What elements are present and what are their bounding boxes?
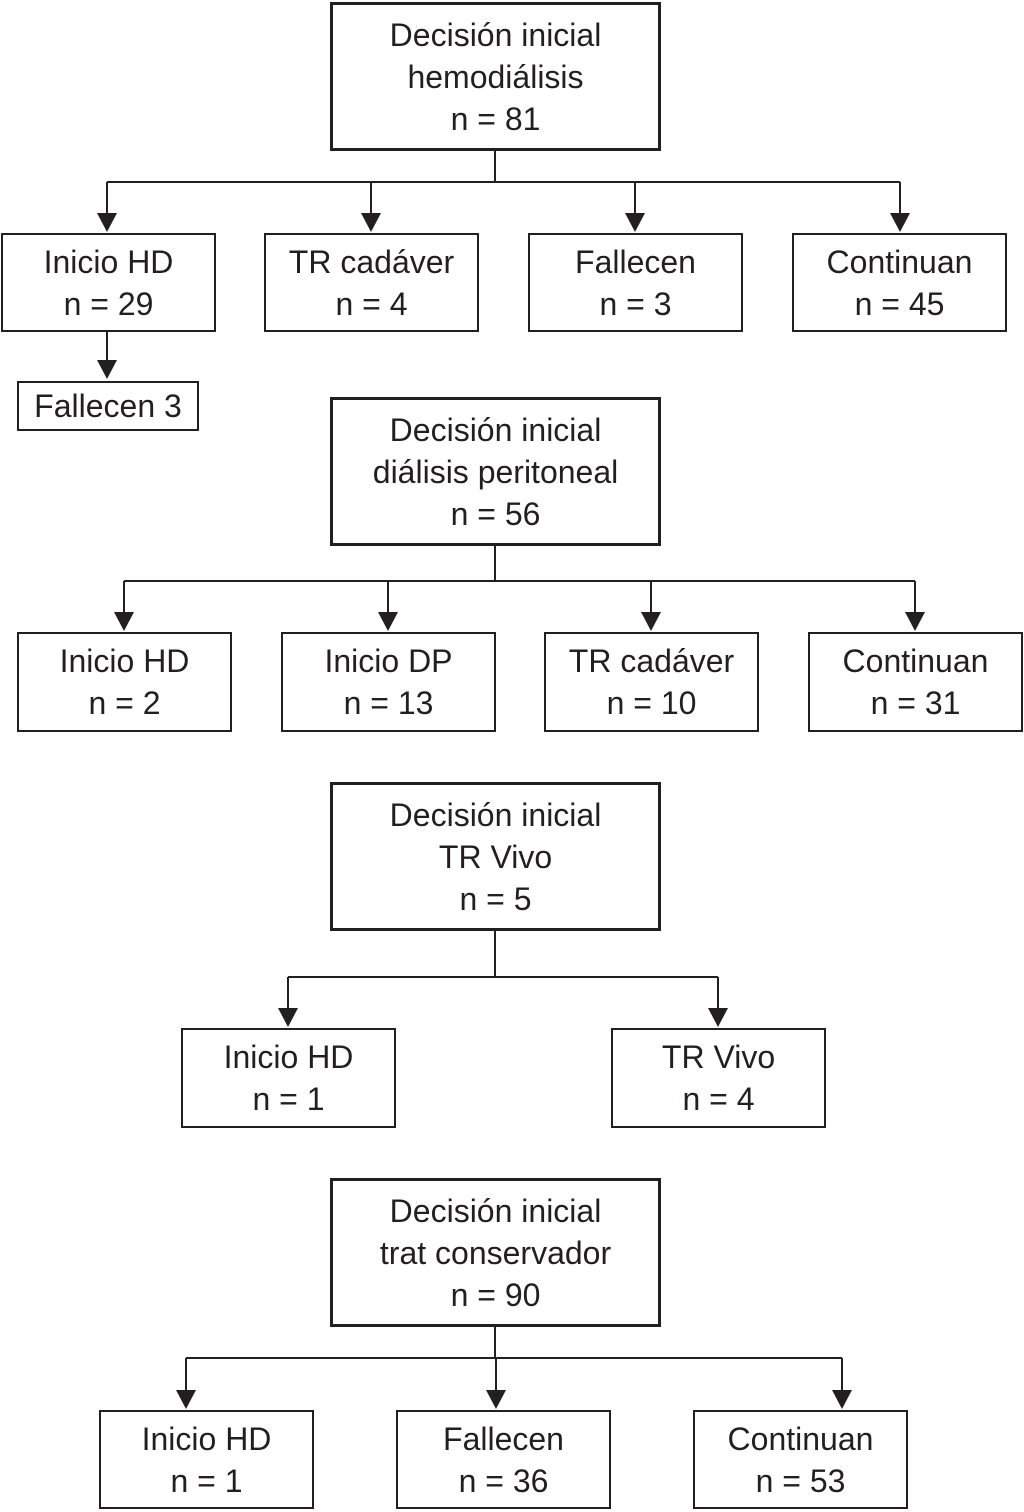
node-label: Inicio HD bbox=[43, 243, 174, 280]
node-label: Decisión inicial bbox=[389, 796, 602, 833]
node-label: Inicio HD bbox=[59, 643, 190, 679]
arrowhead bbox=[97, 360, 117, 379]
dialisis-peritoneal-child-continuan: Continuan n = 31 bbox=[808, 632, 1023, 732]
node-count: n = 3 bbox=[599, 285, 672, 322]
tr-vivo-root-node: Decisión inicial TR Vivo n = 5 bbox=[330, 782, 661, 931]
node-label: Inicio HD bbox=[223, 1039, 354, 1075]
node-label: Decisión inicial bbox=[389, 1192, 602, 1229]
node-count: n = 5 bbox=[459, 880, 532, 917]
node-count: n = 90 bbox=[450, 1276, 541, 1313]
node-count: n = 1 bbox=[252, 1081, 325, 1117]
arrowhead bbox=[625, 213, 645, 232]
node-count: n = 2 bbox=[88, 685, 161, 721]
arrowhead bbox=[361, 213, 381, 232]
dialisis-peritoneal-child-inicio-dp: Inicio DP n = 13 bbox=[281, 632, 496, 732]
node-label: hemodiálisis bbox=[407, 58, 584, 95]
dialisis-peritoneal-root-node: Decisión inicial diálisis peritoneal n =… bbox=[330, 397, 661, 546]
node-count: n = 10 bbox=[606, 685, 697, 721]
node-count: n = 81 bbox=[450, 100, 541, 137]
node-label: TR Vivo bbox=[438, 838, 553, 875]
node-label: Inicio HD bbox=[141, 1420, 272, 1457]
node-count: n = 36 bbox=[458, 1462, 549, 1499]
arrowhead bbox=[176, 1390, 196, 1409]
node-label: trat conservador bbox=[379, 1234, 612, 1271]
trat-conservador-child-inicio-hd: Inicio HD n = 1 bbox=[99, 1410, 314, 1509]
node-label: Fallecen 3 bbox=[34, 388, 182, 424]
arrowhead bbox=[905, 612, 925, 631]
hemodialisis-child-continuan: Continuan n = 45 bbox=[792, 233, 1007, 332]
trat-conservador-root-node: Decisión inicial trat conservador n = 90 bbox=[330, 1178, 661, 1327]
tr-vivo-child-inicio-hd: Inicio HD n = 1 bbox=[181, 1028, 396, 1128]
node-label: Continuan bbox=[826, 243, 973, 280]
tr-vivo-child-tr-vivo: TR Vivo n = 4 bbox=[611, 1028, 826, 1128]
hemodialisis-child-inicio-hd: Inicio HD n = 29 bbox=[1, 233, 216, 332]
arrowhead bbox=[832, 1390, 852, 1409]
trat-conservador-connectors bbox=[185, 1327, 843, 1392]
arrowhead bbox=[708, 1008, 728, 1027]
node-count: n = 31 bbox=[870, 685, 961, 721]
arrowhead bbox=[486, 1390, 506, 1409]
arrowhead bbox=[97, 213, 117, 232]
hemodialisis-sub-fallecen: Fallecen 3 bbox=[17, 381, 199, 431]
node-label: TR Vivo bbox=[661, 1039, 776, 1075]
node-label: diálisis peritoneal bbox=[372, 453, 619, 490]
hemodialisis-connectors bbox=[106, 151, 901, 362]
node-count: n = 4 bbox=[682, 1081, 755, 1117]
node-label: TR cadáver bbox=[288, 243, 455, 280]
node-label: Continuan bbox=[842, 643, 989, 679]
arrowhead bbox=[890, 213, 910, 232]
node-count: n = 56 bbox=[450, 495, 541, 532]
node-label: Inicio DP bbox=[324, 643, 453, 679]
hemodialisis-root-node: Decisión inicial hemodiálisis n = 81 bbox=[330, 2, 661, 151]
hemodialisis-child-fallecen: Fallecen n = 3 bbox=[528, 233, 743, 332]
arrowhead bbox=[114, 612, 134, 631]
arrowhead bbox=[378, 612, 398, 631]
node-count: n = 29 bbox=[63, 285, 154, 322]
tr-vivo-connectors bbox=[287, 931, 719, 1010]
node-count: n = 53 bbox=[755, 1462, 846, 1499]
arrowhead bbox=[278, 1008, 298, 1027]
node-count: n = 1 bbox=[170, 1462, 243, 1499]
hemodialisis-child-tr-cadaver: TR cadáver n = 4 bbox=[264, 233, 479, 332]
node-label: Decisión inicial bbox=[389, 16, 602, 53]
node-count: n = 45 bbox=[854, 285, 945, 322]
arrowheads bbox=[97, 213, 925, 1409]
dialisis-peritoneal-connectors bbox=[123, 546, 916, 614]
dialisis-peritoneal-child-tr-cadaver: TR cadáver n = 10 bbox=[544, 632, 759, 732]
node-label: Fallecen bbox=[443, 1420, 564, 1457]
node-label: Continuan bbox=[727, 1420, 874, 1457]
arrowhead bbox=[641, 612, 661, 631]
trat-conservador-child-continuan: Continuan n = 53 bbox=[693, 1410, 908, 1509]
dialisis-peritoneal-child-inicio-hd: Inicio HD n = 2 bbox=[17, 632, 232, 732]
node-label: Decisión inicial bbox=[389, 411, 602, 448]
node-count: n = 13 bbox=[343, 685, 434, 721]
trat-conservador-child-fallecen: Fallecen n = 36 bbox=[396, 1410, 611, 1509]
node-label: Fallecen bbox=[575, 243, 696, 280]
node-label: TR cadáver bbox=[568, 643, 735, 679]
node-count: n = 4 bbox=[335, 285, 408, 322]
